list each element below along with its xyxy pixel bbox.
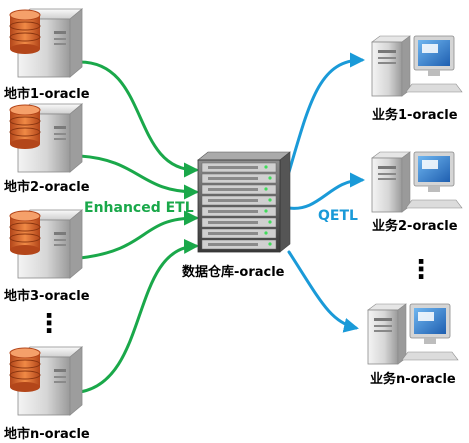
database-server-icon <box>9 346 84 416</box>
source-ellipsis: ⋮ <box>36 309 62 339</box>
etl-arrow-1 <box>76 60 199 178</box>
source-server-1: 地市1-oracle <box>4 8 90 102</box>
etl-label: Enhanced ETL <box>84 200 194 216</box>
qetl-arrow-2 <box>287 172 365 210</box>
target-workstation-n: 业务n-oracle <box>367 303 459 387</box>
qetl-arrow-3 <box>287 250 359 333</box>
target-workstation-1: 业务1-oracle <box>371 35 463 123</box>
target-label-2: 业务2-oracle <box>372 218 458 234</box>
etl-arrow-3 <box>78 210 199 260</box>
target-label-1: 业务1-oracle <box>372 107 458 123</box>
qetl-label: QETL <box>318 208 358 224</box>
workstation-computer-icon <box>371 151 463 213</box>
database-server-icon <box>9 103 84 173</box>
server-rack-icon <box>197 151 291 253</box>
target-label-n: 业务n-oracle <box>370 371 456 387</box>
warehouse: 数据仓库-oracle <box>182 151 291 280</box>
workstation-computer-icon <box>371 35 463 97</box>
database-server-icon <box>9 8 84 78</box>
source-label-n: 地市n-oracle <box>4 426 90 442</box>
warehouse-label: 数据仓库-oracle <box>182 264 285 280</box>
etl-arrow-4 <box>78 238 199 394</box>
etl-arrow-2 <box>78 154 199 200</box>
source-server-n: 地市n-oracle <box>4 346 90 442</box>
source-server-3: 地市3-oracle <box>4 209 90 304</box>
workstation-computer-icon <box>367 303 459 365</box>
source-label-1: 地市1-oracle <box>4 86 90 102</box>
source-label-2: 地市2-oracle <box>4 179 90 195</box>
source-server-2: 地市2-oracle <box>4 103 90 195</box>
target-workstation-2: 业务2-oracle <box>371 151 463 234</box>
target-ellipsis: ⋮ <box>408 255 434 285</box>
source-label-3: 地市3-oracle <box>4 288 90 304</box>
qetl-arrow-1 <box>287 52 365 174</box>
qetl-arrows <box>287 52 365 333</box>
etl-arrows <box>76 60 199 394</box>
database-server-icon <box>9 209 84 279</box>
